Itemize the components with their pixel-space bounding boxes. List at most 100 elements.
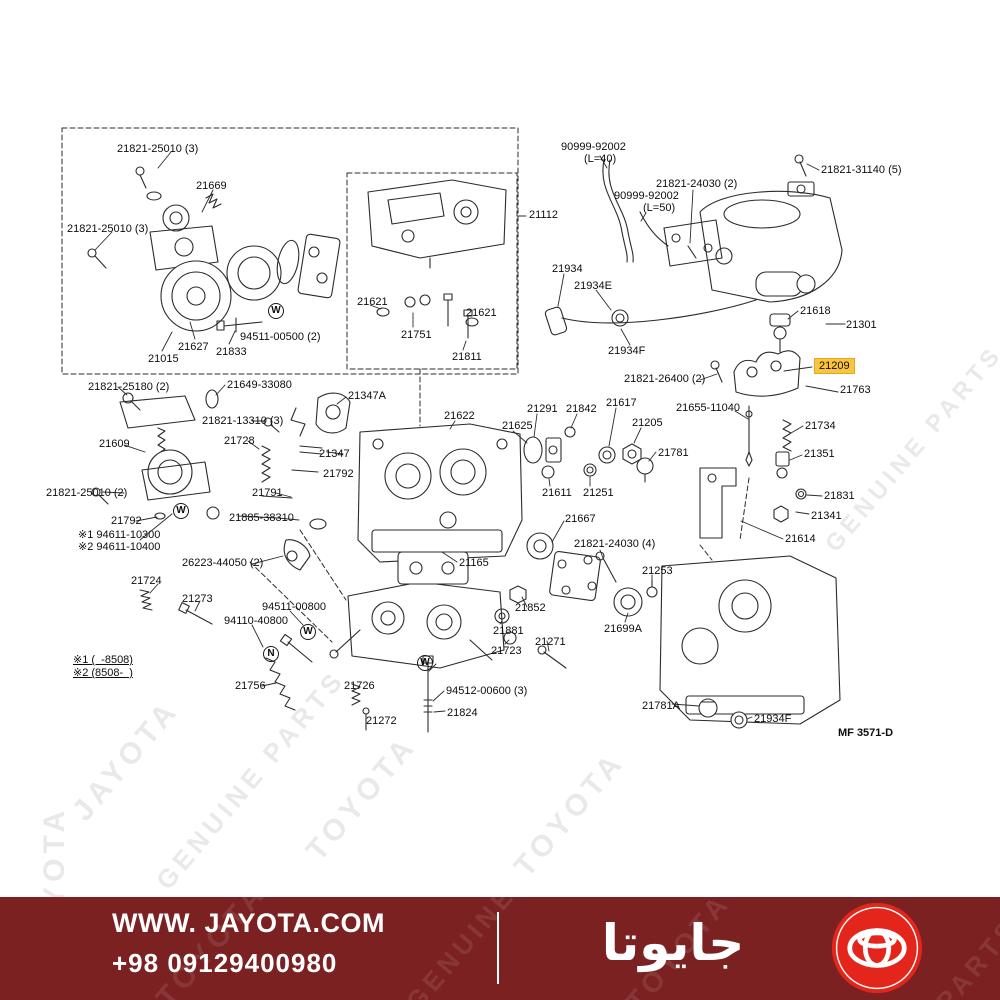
labels-layer: 21821-25010 (3) 21669 21821-25010 (3) 21627… (46, 141, 902, 727)
needle-valve-and-spring (699, 405, 807, 539)
part-label: 21618 (800, 305, 831, 317)
part-label: 21655-11040 (676, 402, 741, 414)
part-label: 21934E (574, 280, 612, 292)
part-label: ※1 ( -8508) (73, 654, 133, 666)
website-text: WWW. JAYOTA.COM (112, 908, 385, 938)
part-label: 21885-38310 (229, 512, 294, 524)
part-label: 21649-33080 (227, 379, 292, 391)
part-label: 21811 (452, 351, 482, 363)
part-label: 21621 (357, 296, 388, 308)
part-label: 94110-40800 (224, 615, 289, 627)
lower-carburetor-body (659, 555, 841, 729)
grouping-boxes (61, 127, 750, 643)
part-label: 21205 (632, 417, 663, 429)
part-label: 21699A (604, 623, 642, 635)
accelerator-pump-diaphragm (494, 532, 658, 669)
leader-lines (94, 151, 846, 720)
part-label: 21724 (131, 575, 162, 587)
part-label: ※1 94611-10300 (78, 529, 161, 541)
part-label: 21781 (658, 447, 689, 459)
part-label: 26223-44050 (2) (182, 557, 264, 569)
part-label: 21625 (502, 420, 533, 432)
part-label: 21112 (529, 209, 558, 221)
part-label: ※2 94611-10400 (78, 541, 161, 553)
circled-letter-marker: W (300, 624, 316, 640)
part-label: 21609 (99, 438, 130, 450)
auto-choke-body (699, 154, 843, 303)
part-label: 21792 (111, 515, 142, 527)
part-label: 94511-00500 (2) (240, 331, 321, 343)
circled-letter-marker: W (268, 303, 284, 319)
part-label: 21271 (535, 636, 566, 648)
drawing-reference-code: MF 3571-D (838, 727, 894, 739)
part-label: 21881 (493, 625, 524, 637)
part-label: 21611 (542, 487, 572, 499)
footer-divider (497, 912, 499, 984)
part-label: 21253 (642, 565, 673, 577)
part-label: 21347A (348, 390, 386, 402)
carburetor-main-body (357, 423, 523, 577)
part-label: 21015 (148, 353, 179, 365)
part-label: 21728 (224, 435, 255, 447)
part-label: (L=40) (584, 153, 617, 165)
part-label: 21726 (344, 680, 375, 692)
part-label: 21273 (182, 593, 213, 605)
part-label: 21165 (459, 557, 489, 569)
part-label: 21934 (552, 263, 583, 275)
part-label: 21821-31140 (5) (821, 164, 902, 176)
part-label: 21272 (366, 715, 397, 727)
solenoid-wire-assembly (544, 299, 791, 353)
part-label: 21934F (608, 345, 646, 357)
part-label: 21831 (824, 490, 855, 502)
part-label: 21734 (805, 420, 836, 432)
choke-cover-assembly (91, 389, 351, 571)
part-label: 21821-24030 (2) (656, 178, 738, 190)
footer-contact-block: WWW. JAYOTA.COM +98 09129400980 (112, 908, 385, 979)
part-label: 21821-25010 (3) (117, 143, 199, 155)
part-label: 21751 (401, 329, 432, 341)
part-label: 94512-00600 (3) (446, 685, 528, 697)
part-label: 21614 (785, 533, 816, 545)
part-label: 21821-26400 (2) (624, 373, 706, 385)
secondary-diaphragm-assembly (87, 166, 341, 333)
watermark-text: GENUINE (400, 897, 522, 1000)
circled-letter-marker: W (173, 503, 189, 519)
part-label: 21842 (566, 403, 597, 415)
part-label: 21341 (811, 510, 842, 522)
gaskets-and-plugs-row (523, 426, 654, 483)
part-label: 21763 (840, 384, 871, 396)
part-label: 21291 (527, 403, 558, 415)
throttle-body-assembly (139, 551, 505, 733)
part-label: 21756 (235, 680, 266, 692)
highlighted-part-label: 21209 (814, 358, 855, 374)
part-label: 21251 (583, 487, 614, 499)
part-label: 21669 (196, 180, 227, 192)
part-label: 21824 (447, 707, 478, 719)
part-label: 21301 (846, 319, 877, 331)
part-label: 21821-25010 (2) (46, 487, 128, 499)
part-label: 21934F (754, 713, 792, 725)
part-label: 21351 (804, 448, 835, 460)
part-label: 21781A (642, 700, 680, 712)
part-label: 21667 (565, 513, 596, 525)
part-label: (L=50) (643, 202, 676, 214)
watermark-text: PARTS (930, 911, 1000, 1000)
vacuum-hoses-and-bracket (602, 159, 723, 267)
part-label: 21723 (491, 645, 522, 657)
part-label: 90999-92002 (614, 190, 679, 202)
part-label: 21821-25180 (2) (88, 381, 170, 393)
part-label: 21617 (606, 397, 637, 409)
circled-letter-marker: N (263, 646, 279, 662)
part-label: 21852 (515, 602, 546, 614)
part-label: 21627 (178, 341, 209, 353)
part-label: 21821-25010 (3) (67, 223, 149, 235)
part-label: 94511-00800 (262, 601, 327, 613)
part-label: 21821-13310 (3) (202, 415, 284, 427)
part-label: 90999-92002 (561, 141, 626, 153)
part-label: 21347 (319, 448, 350, 460)
part-label: 21622 (444, 410, 475, 422)
part-label: 21833 (216, 346, 247, 358)
part-label: 21791 (252, 487, 283, 499)
